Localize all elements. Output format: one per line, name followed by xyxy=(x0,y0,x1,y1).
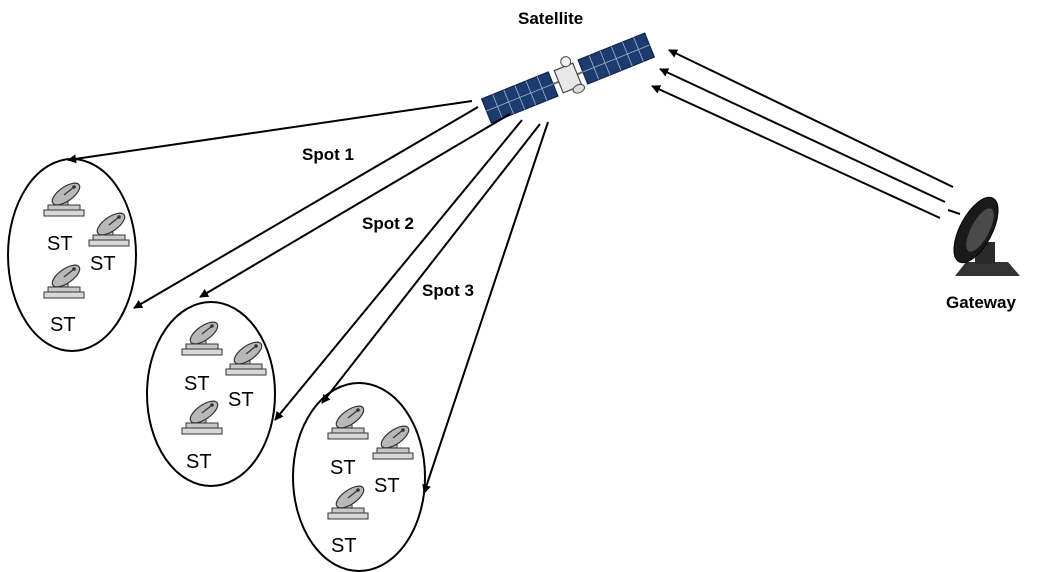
gateway-uplinks xyxy=(651,49,954,219)
satellite-terminal-icon xyxy=(327,481,369,520)
satellite-terminal-icon xyxy=(43,178,85,217)
satellite-terminal-icon xyxy=(181,396,223,435)
spot-1-label: Spot 1 xyxy=(302,145,354,164)
spot-beam-arrows xyxy=(67,100,549,494)
gateway-dish-icon xyxy=(947,196,1020,276)
spot-1-coverage: ST ST ST xyxy=(7,158,137,352)
terminal-label: ST xyxy=(228,389,254,411)
terminal-label: ST xyxy=(186,451,212,473)
satellite-icon xyxy=(480,32,656,124)
terminal-label: ST xyxy=(184,373,210,395)
terminal-label: ST xyxy=(374,475,400,497)
spot-2-coverage: ST ST ST xyxy=(146,301,276,487)
terminal-label: ST xyxy=(330,457,356,479)
satellite-terminal-icon xyxy=(181,317,223,356)
terminal-label: ST xyxy=(50,314,76,336)
spot-3-label: Spot 3 xyxy=(422,281,474,300)
satellite-terminal-icon xyxy=(43,260,85,299)
satellite-label: Satellite xyxy=(518,9,583,28)
satellite-terminal-icon xyxy=(225,337,267,376)
satellite-terminal-icon xyxy=(88,208,130,247)
terminal-label: ST xyxy=(47,233,73,255)
spot-3-coverage: ST ST ST xyxy=(292,382,426,572)
satellite-terminal-icon xyxy=(327,401,369,440)
terminal-label: ST xyxy=(90,253,116,275)
terminal-label: ST xyxy=(331,535,357,557)
spot-2-label: Spot 2 xyxy=(362,214,414,233)
satellite-terminal-icon xyxy=(372,421,414,460)
gateway-label: Gateway xyxy=(946,293,1016,312)
